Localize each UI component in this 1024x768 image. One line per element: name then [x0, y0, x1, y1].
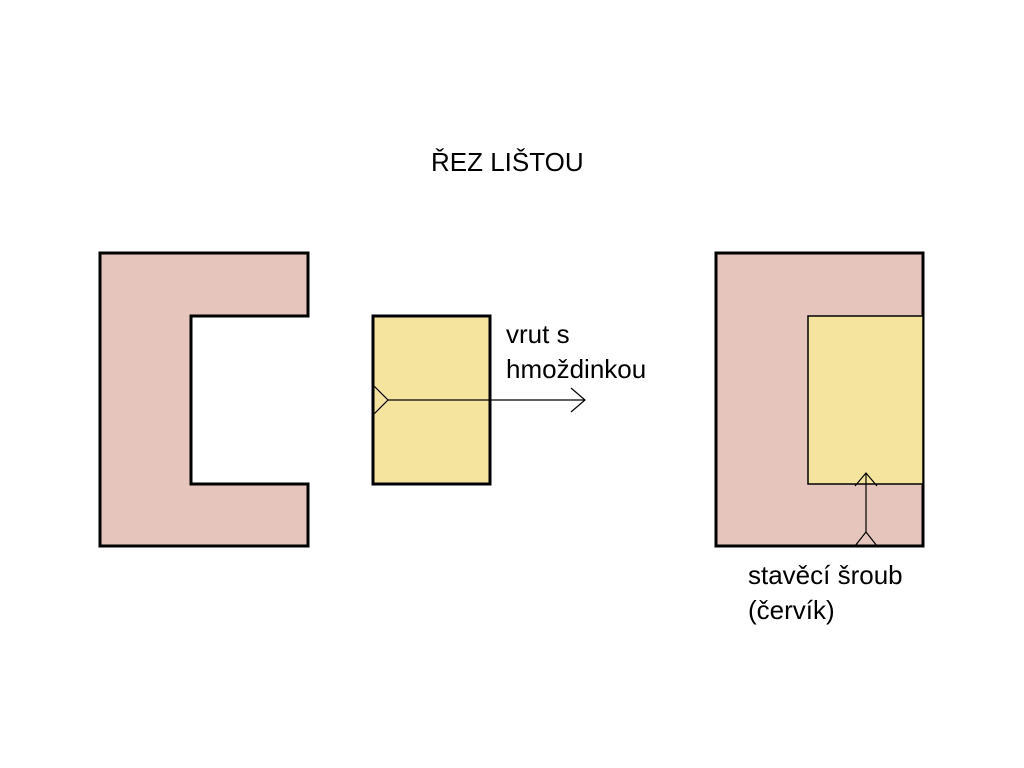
- screw-label-line1: vrut s: [506, 319, 570, 349]
- c-rail-profile: [98, 251, 310, 548]
- set-screw-arrowhead: [854, 472, 878, 487]
- screw-arrowhead: [570, 387, 586, 413]
- set-screw: [854, 472, 878, 547]
- screw-head-mark: [373, 385, 389, 415]
- set-screw-label-line2: (červík): [748, 595, 835, 625]
- assembled-insert: [807, 315, 924, 485]
- set-screw-base-mark: [854, 531, 878, 547]
- wood-screw: [373, 385, 586, 415]
- diagram-title: ŘEZ LIŠTOU: [431, 147, 584, 177]
- screw-label-line2: hmoždinkou: [506, 354, 646, 384]
- set-screw-label-line1: stavěcí šroub: [748, 560, 903, 590]
